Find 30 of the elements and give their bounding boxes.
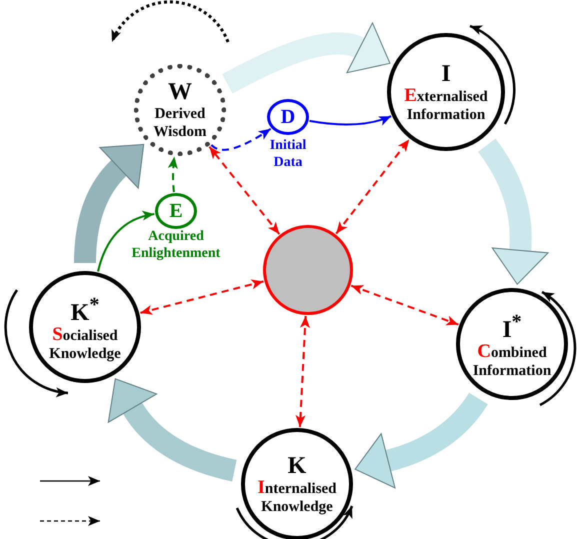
node-label: Socialised Knowledge <box>48 326 122 362</box>
node-label: Combined Information <box>472 342 552 380</box>
arrow <box>309 115 392 126</box>
block-arrow <box>74 142 144 264</box>
dashed-arrow <box>140 280 264 315</box>
concept-circle <box>155 193 197 229</box>
node-label: Externalised Information <box>403 86 489 124</box>
node-label: Internalised Knowledge <box>256 478 338 516</box>
dashed-arrow <box>296 316 310 428</box>
dashed-arrow <box>350 284 459 326</box>
block-arrow <box>222 21 392 94</box>
node-letter: D <box>280 105 296 130</box>
node-letter: I$^{*}$ <box>502 310 522 342</box>
node-caption: Initial Data <box>268 137 308 171</box>
node-caption: Acquired Enlightenment <box>130 228 222 262</box>
dashed-arrow <box>168 156 178 192</box>
arrow <box>97 211 154 272</box>
block-arrow <box>108 379 237 482</box>
block-arrow <box>478 138 549 285</box>
node-letter: E <box>169 199 183 224</box>
concept-circle <box>387 33 505 151</box>
node-letter: K <box>288 452 306 478</box>
dashed-arrow <box>335 138 410 234</box>
node-letter: W <box>168 79 192 105</box>
dashed-arrow <box>208 146 280 235</box>
node-label: Derived Wisdom <box>152 105 208 141</box>
node-letter: K$^{*}$ <box>70 292 100 326</box>
concept-circle <box>267 99 309 135</box>
dashed-arrow <box>210 128 272 151</box>
node-letter: I <box>441 60 451 86</box>
